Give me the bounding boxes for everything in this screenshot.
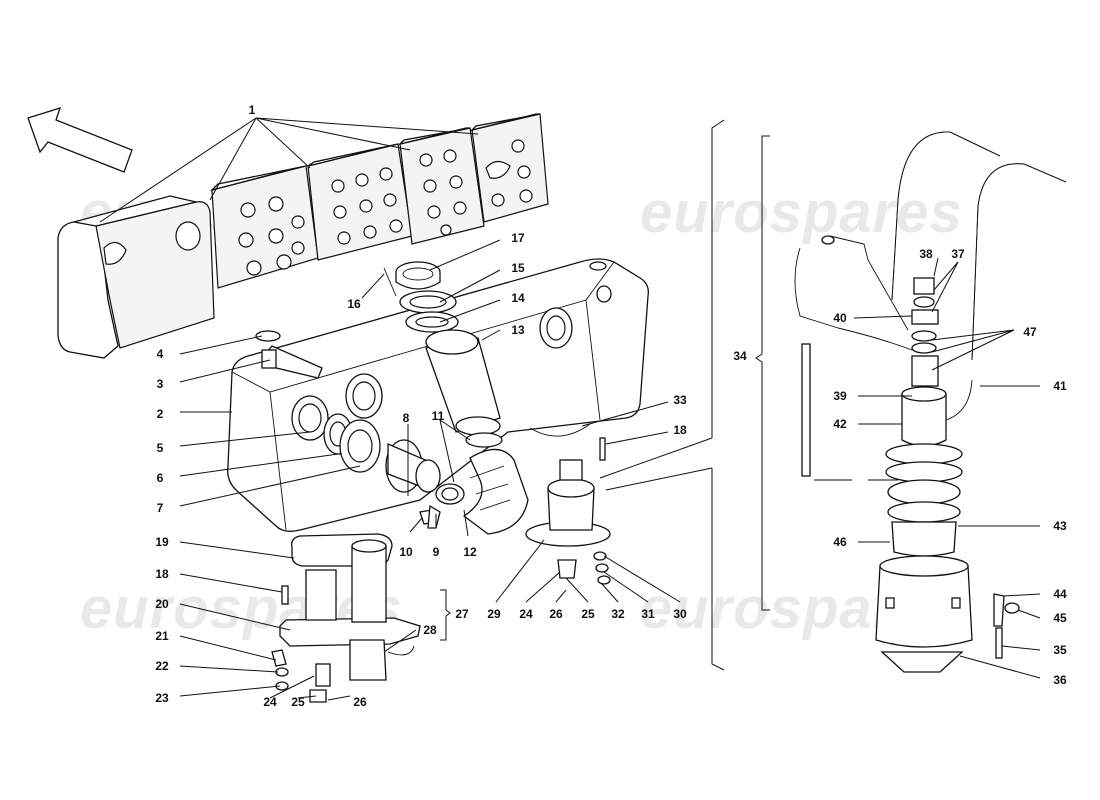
part-label: 6 bbox=[157, 471, 164, 485]
part-labels: 1 2 3 4 5 6 7 8 9 10 11 12 13 14 15 16 1… bbox=[155, 103, 1067, 709]
pump-assembly-lower bbox=[271, 533, 421, 703]
part-label: 10 bbox=[399, 545, 413, 559]
part-label: 30 bbox=[673, 607, 687, 621]
part-label: 28 bbox=[423, 623, 437, 637]
part-label: 16 bbox=[347, 297, 361, 311]
bracket-27 bbox=[440, 589, 451, 641]
direction-arrow-icon bbox=[27, 107, 133, 173]
leader-lines bbox=[99, 117, 1067, 701]
pump-assembly-center bbox=[525, 437, 611, 585]
part-label: 3 bbox=[157, 377, 164, 391]
part-label: 40 bbox=[833, 311, 847, 325]
part-label: 15 bbox=[511, 261, 525, 275]
part-label: 26 bbox=[549, 607, 563, 621]
part-label: 39 bbox=[833, 389, 847, 403]
part-label: 33 bbox=[673, 393, 687, 407]
part-label: 4 bbox=[157, 347, 164, 361]
part-label: 25 bbox=[581, 607, 595, 621]
part-label: 18 bbox=[673, 423, 687, 437]
pump-mount-rings bbox=[323, 413, 441, 529]
part-label: 41 bbox=[1053, 379, 1067, 393]
part-label: 42 bbox=[833, 417, 847, 431]
part-label: 23 bbox=[155, 691, 169, 705]
part-label: 7 bbox=[157, 501, 164, 515]
part-label: 32 bbox=[611, 607, 625, 621]
exploded-view-line bbox=[599, 437, 898, 491]
part-label: 8 bbox=[403, 411, 410, 425]
pump-assembly-exploded bbox=[794, 131, 1025, 673]
part-label: 12 bbox=[463, 545, 477, 559]
part-label: 24 bbox=[519, 607, 533, 621]
part-label: 37 bbox=[951, 247, 965, 261]
part-label: 43 bbox=[1053, 519, 1067, 533]
part-label: 45 bbox=[1053, 611, 1067, 625]
part-label: 25 bbox=[291, 695, 305, 709]
part-label: 1 bbox=[249, 103, 256, 117]
watermark-text: eurospares bbox=[640, 180, 963, 245]
part-label: 24 bbox=[263, 695, 277, 709]
part-label: 29 bbox=[487, 607, 501, 621]
part-label: 44 bbox=[1053, 587, 1067, 601]
part-label: 17 bbox=[511, 231, 525, 245]
vent-fitting bbox=[255, 330, 323, 379]
part-label: 14 bbox=[511, 291, 525, 305]
part-label: 19 bbox=[155, 535, 169, 549]
part-label: 20 bbox=[155, 597, 169, 611]
part-label: 27 bbox=[455, 607, 469, 621]
part-label: 5 bbox=[157, 441, 164, 455]
part-label: 18 bbox=[155, 567, 169, 581]
part-label: 34 bbox=[733, 349, 747, 363]
part-label: 2 bbox=[157, 407, 164, 421]
part-label: 35 bbox=[1053, 643, 1067, 657]
part-label: 21 bbox=[155, 629, 169, 643]
part-label: 31 bbox=[641, 607, 655, 621]
bracket-34 bbox=[755, 135, 770, 611]
part-label: 13 bbox=[511, 323, 525, 337]
part-label: 47 bbox=[1023, 325, 1037, 339]
part-label: 38 bbox=[919, 247, 933, 261]
part-label: 22 bbox=[155, 659, 169, 673]
part-label: 46 bbox=[833, 535, 847, 549]
part-label: 9 bbox=[433, 545, 440, 559]
part-label: 11 bbox=[432, 409, 445, 423]
filler-neck-assembly bbox=[383, 261, 591, 535]
part-label: 26 bbox=[353, 695, 367, 709]
part-label: 36 bbox=[1053, 673, 1067, 687]
insulation-blocks bbox=[57, 113, 549, 359]
panel-divider bbox=[711, 119, 725, 671]
